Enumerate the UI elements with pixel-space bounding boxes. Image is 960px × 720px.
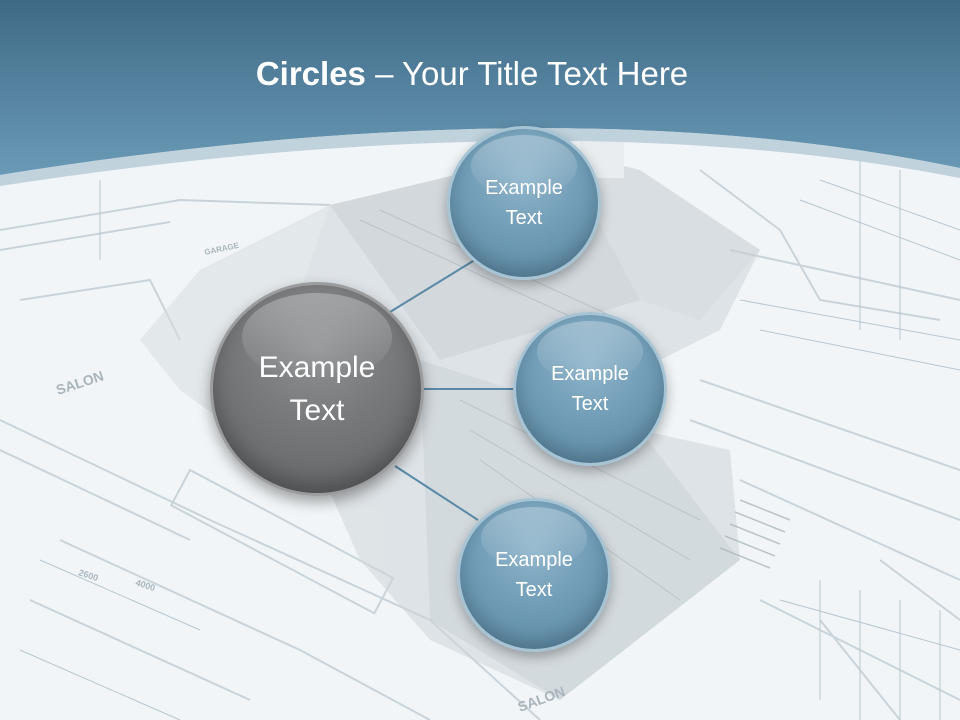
- center-circle-label-line2: Text: [289, 394, 345, 427]
- item-circle-1: Example Text: [447, 126, 601, 280]
- center-circle: Example Text: [210, 282, 424, 496]
- item-circle-2: Example Text: [513, 312, 667, 466]
- item-circle-1-text: Example Text: [485, 173, 563, 233]
- item-circle-2-label-line2: Text: [571, 393, 609, 415]
- item-circle-3: Example Text: [457, 498, 611, 652]
- item-circle-2-label-line1: Example: [551, 363, 629, 385]
- item-circle-1-label-line2: Text: [505, 207, 543, 229]
- item-circle-3-text: Example Text: [495, 545, 573, 605]
- item-circle-1-label-line1: Example: [485, 177, 563, 199]
- item-circle-3-label-line2: Text: [515, 579, 553, 601]
- title-band: [0, 0, 960, 186]
- connector-3: [394, 465, 479, 521]
- center-circle-label-line1: Example: [258, 351, 376, 384]
- item-circle-2-text: Example Text: [551, 359, 629, 419]
- center-circle-text: Example Text: [259, 346, 376, 432]
- connector-1: [389, 257, 479, 313]
- item-circle-3-label-line1: Example: [495, 549, 573, 571]
- title-bold: Circles: [255, 55, 366, 92]
- title-rest: – Your Title Text Here: [365, 55, 689, 92]
- slide-title: Circles – Your Title Text Here: [0, 52, 944, 96]
